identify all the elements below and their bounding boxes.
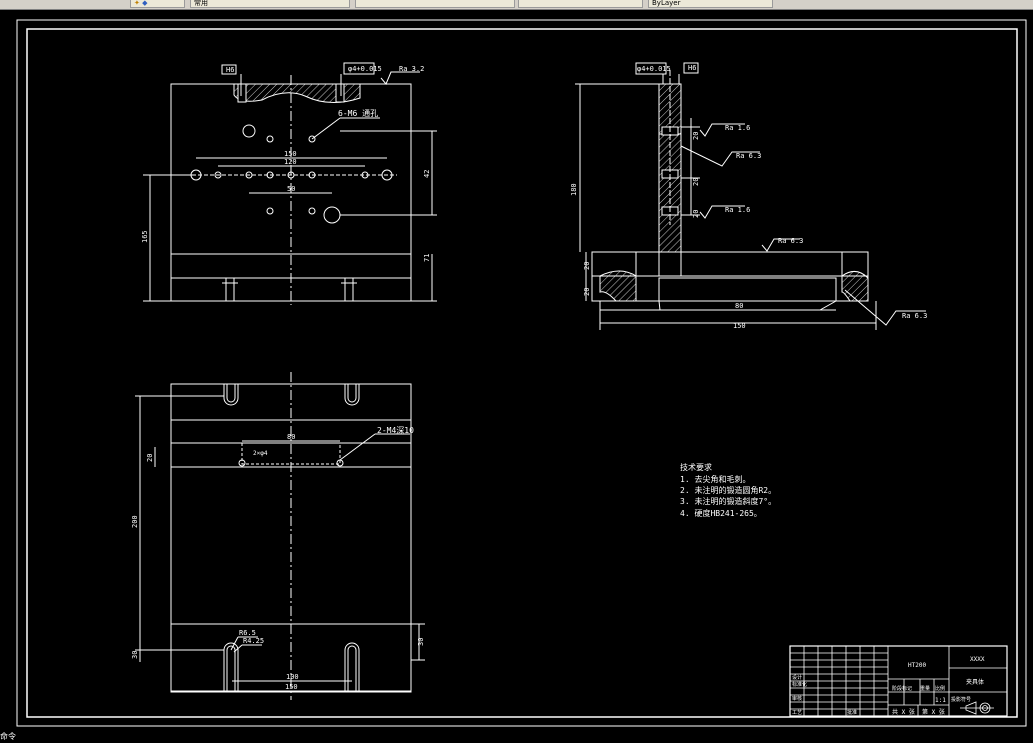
plan-view: [135, 372, 425, 700]
front-dim-71: 71: [423, 254, 431, 262]
plan-dim-30b: 30: [417, 638, 425, 646]
front-top-tol-left: H6: [226, 66, 234, 74]
toolbar-strip: ✦ ◆ 常用 ByLayer: [0, 0, 1033, 10]
plan-hole-label: 2×φ4: [253, 450, 268, 457]
side-dim-20a: 20: [583, 262, 591, 270]
side-dim-80: 80: [735, 302, 743, 310]
toolbar-icons[interactable]: ✦ ◆: [130, 0, 185, 8]
side-dim-20e: 20: [692, 210, 700, 218]
linetype-dropdown[interactable]: [518, 0, 643, 8]
tb-part-name: 夹具体: [966, 678, 984, 686]
front-roughness: Ra 3.2: [399, 65, 424, 73]
front-dim-150: 150: [284, 150, 297, 158]
side-dim-20b: 20: [583, 288, 591, 296]
plan-dim-80: 80: [287, 433, 295, 441]
front-top-tol-right: φ4+0.015: [348, 65, 382, 73]
side-ra-2: Ra 6.3: [736, 152, 761, 160]
plan-view-text: 2-M4深10 2×φ4 80 20 200 R6.5 R4.25 100 15…: [131, 426, 425, 691]
outer-frame: [16, 19, 1027, 727]
tb-scale: 1:1: [935, 697, 946, 704]
command-line[interactable]: 命令: [0, 732, 16, 741]
front-dim-165: 165: [141, 230, 149, 243]
title-block: [789, 645, 1008, 717]
front-view-text: H6 φ4+0.015 Ra 3.2 6-M6 通孔 150 120 50 16…: [141, 65, 431, 262]
plan-dim-r65: R6.5: [239, 629, 256, 637]
plan-dim-30a: 30: [131, 651, 139, 659]
color-dropdown[interactable]: ByLayer: [648, 0, 773, 8]
tb-checker: 审核: [792, 695, 802, 702]
side-dim-20d: 20: [692, 178, 700, 186]
tb-material: HT200: [908, 662, 926, 669]
tb-process: 阶段标记: [892, 685, 912, 692]
front-dim-50: 50: [287, 185, 295, 193]
tech-item-3: 3. 未注明的锻造斜度7°。: [680, 496, 776, 506]
side-top-tol-right: H6: [688, 64, 696, 72]
side-dim-150: 150: [733, 322, 746, 330]
front-dim-42: 42: [423, 170, 431, 178]
plan-dim-100: 100: [286, 673, 299, 681]
side-ra-4: Ra 6.3: [778, 237, 803, 245]
layer-dropdown[interactable]: [355, 0, 515, 8]
side-view: [575, 62, 926, 330]
side-ra-1: Ra 1.6: [725, 124, 750, 132]
tb-weight: 重量: [920, 685, 930, 692]
tb-std: 标准化: [792, 681, 807, 688]
plan-dim-r425: R4.25: [243, 637, 264, 645]
side-view-text: φ4+0.015 H6 Ra 1.6 Ra 6.3 Ra 1.6 Ra 6.3 …: [570, 64, 927, 330]
tb-ratio: 比例: [935, 685, 945, 692]
front-view: [143, 62, 437, 305]
tb-designer: 设计: [792, 674, 802, 681]
drawing-canvas[interactable]: H6 φ4+0.015 Ra 3.2 6-M6 通孔 150 120 50 16…: [0, 10, 1033, 739]
tech-item-4: 4. 硬度HB241-265。: [680, 508, 762, 518]
side-top-tol-left: φ4+0.015: [637, 65, 671, 73]
side-ra-3: Ra 1.6: [725, 206, 750, 214]
side-dim-20c: 20: [692, 132, 700, 140]
plan-dim-150: 150: [285, 683, 298, 691]
plan-dim-200: 200: [131, 515, 139, 528]
side-dim-180: 180: [570, 183, 578, 196]
plan-slot-note: 2-M4深10: [377, 426, 414, 435]
tech-requirements: 技术要求 1. 去尖角和毛刺。 2. 未注明的锻造圆角R2。 3. 未注明的锻造…: [680, 462, 776, 518]
workspace-dropdown[interactable]: 常用: [190, 0, 350, 8]
tb-projection: 投影符号: [951, 696, 971, 703]
front-hole-note: 6-M6 通孔: [338, 108, 378, 118]
tech-title: 技术要求: [680, 462, 712, 472]
tb-craft: 工艺: [792, 710, 802, 716]
tb-approve: 批准: [847, 709, 857, 716]
cad-drawing: H6 φ4+0.015 Ra 3.2 6-M6 通孔 150 120 50 16…: [16, 19, 1027, 727]
tb-total: 共 X 张: [892, 708, 915, 716]
tb-drawing-no: XXXX: [970, 656, 985, 663]
tech-item-1: 1. 去尖角和毛刺。: [680, 474, 750, 484]
inner-frame: [26, 28, 1018, 718]
tech-item-2: 2. 未注明的锻造圆角R2。: [680, 485, 776, 495]
tb-sheet: 第 X 张: [922, 708, 945, 716]
side-ra-5: Ra 6.3: [902, 312, 927, 320]
front-dim-120: 120: [284, 158, 297, 166]
title-block-text: HT200 XXXX 夹具体 阶段标记 重量 比例 1:1 共 X 张 第 X …: [792, 656, 985, 716]
plan-dim-20: 20: [146, 454, 154, 462]
